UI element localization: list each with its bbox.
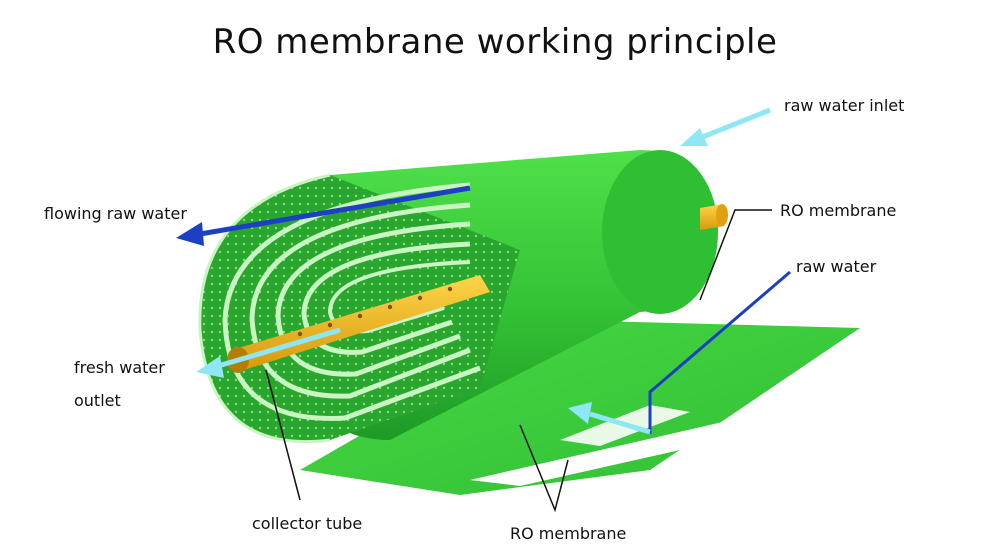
flowing-raw-water-arrow: [176, 185, 471, 246]
fresh-water-outlet-arrow: [196, 327, 341, 378]
label-outlet: outlet: [74, 391, 121, 410]
diagram-title: RO membrane working principle: [212, 22, 778, 62]
collector-tube: [227, 204, 728, 373]
raw-water-path-arrow: [568, 270, 791, 435]
label-raw-water-inlet: raw water inlet: [784, 96, 905, 115]
label-flowing-raw-water: flowing raw water: [44, 204, 187, 223]
membrane-sheet-white-band: [470, 418, 760, 486]
leader-ro-membrane-bottom: [519, 424, 569, 513]
label-raw-water: raw water: [796, 257, 877, 276]
leader-ro-membrane-top: [699, 209, 772, 301]
cylinder-end-cap: [602, 150, 718, 314]
leader-lines: [265, 209, 772, 513]
label-ro-membrane-top: RO membrane: [780, 201, 897, 220]
label-collector-tube: collector tube: [252, 514, 363, 533]
raw-water-inlet-arrow: [680, 107, 771, 146]
label-ro-membrane-bottom: RO membrane: [510, 524, 627, 543]
leader-collector-tube: [265, 369, 301, 501]
spiral-cross-section: [198, 173, 521, 444]
label-fresh-water: fresh water: [74, 358, 165, 377]
